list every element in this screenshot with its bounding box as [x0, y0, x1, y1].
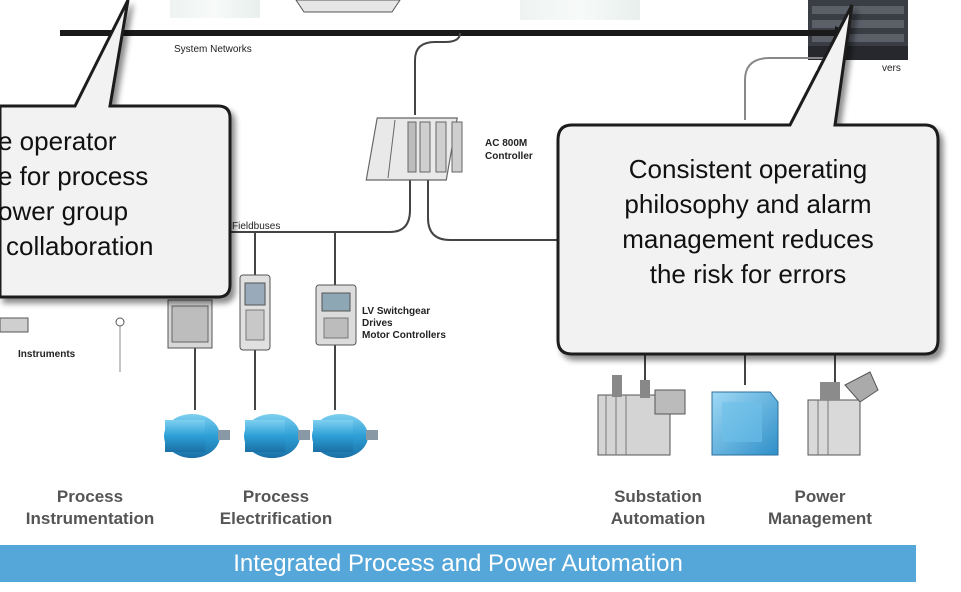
controller-link	[414, 32, 461, 115]
instruments-label: Instruments	[18, 349, 76, 360]
category-process-electrification: Process Electrification	[196, 486, 356, 530]
workstation-keyboard	[295, 0, 401, 13]
power-transformer-icon	[807, 371, 879, 456]
servers-label-prefix: S	[811, 63, 818, 74]
controller-module-icon	[365, 117, 463, 181]
banner-title: Integrated Process and Power Automation	[233, 550, 683, 577]
switchgear-cabinet-icon	[711, 391, 779, 456]
motor-icon-3	[312, 414, 378, 458]
transformer-icon	[597, 375, 686, 456]
workstation-screen-right	[520, 0, 640, 20]
lv-switchgear-icon	[315, 284, 357, 346]
servers-label-suffix: vers	[882, 63, 901, 74]
callout-left-line3: ower group	[0, 196, 129, 226]
instrument-icon	[0, 317, 125, 372]
drives-label: Drives	[362, 318, 393, 329]
callout-bubble-right	[556, 4, 940, 356]
controller-label-line2: Controller	[485, 151, 533, 162]
category-line2: Electrification	[219, 509, 333, 528]
system-networks-label: System Networks	[174, 44, 252, 55]
motor-icon-2	[244, 414, 310, 458]
motor-icon-1	[164, 414, 230, 458]
category-line2: Automation	[610, 509, 706, 528]
integration-banner: Integrated Process and Power Automation	[0, 545, 916, 582]
controller-label-line1: AC 800M	[485, 138, 528, 149]
callout-left-line1: e operator	[0, 126, 117, 156]
callout-right-text: Consistent operating philosophy and alar…	[560, 152, 936, 292]
callout-right-line2: philosophy and alarm	[624, 189, 872, 219]
motor-controllers-label: Motor Controllers	[362, 330, 446, 341]
category-process-instrumentation: Process Instrumentation	[10, 486, 170, 530]
callout-left-line2: e for process	[0, 161, 149, 191]
callout-bubble-left	[0, 0, 232, 299]
category-line1: Process	[242, 487, 310, 506]
callout-right-line1: Consistent operating	[628, 154, 868, 184]
workstation-screen-left	[170, 0, 260, 18]
drive-unit-icon	[239, 274, 271, 351]
category-line1: Substation	[614, 487, 702, 506]
substation-bus	[427, 175, 570, 241]
fieldbuses-label: Fieldbuses	[232, 221, 281, 232]
server-link-right	[744, 57, 830, 120]
category-line2: Instrumentation	[25, 509, 155, 528]
callout-right-line4: the risk for errors	[649, 259, 847, 289]
callout-left-line4: collaboration	[6, 231, 154, 261]
category-substation-automation: Substation Automation	[593, 486, 723, 530]
callout-right-line3: management reduces	[622, 224, 874, 254]
fieldbus-line	[220, 180, 411, 233]
process-drive-icon	[167, 299, 213, 349]
category-line1: Power	[794, 487, 846, 506]
lv-switchgear-label: LV Switchgear	[362, 306, 431, 317]
category-power-management: Power Management	[755, 486, 885, 530]
category-line2: Management	[768, 509, 872, 528]
category-line1: Process	[56, 487, 124, 506]
